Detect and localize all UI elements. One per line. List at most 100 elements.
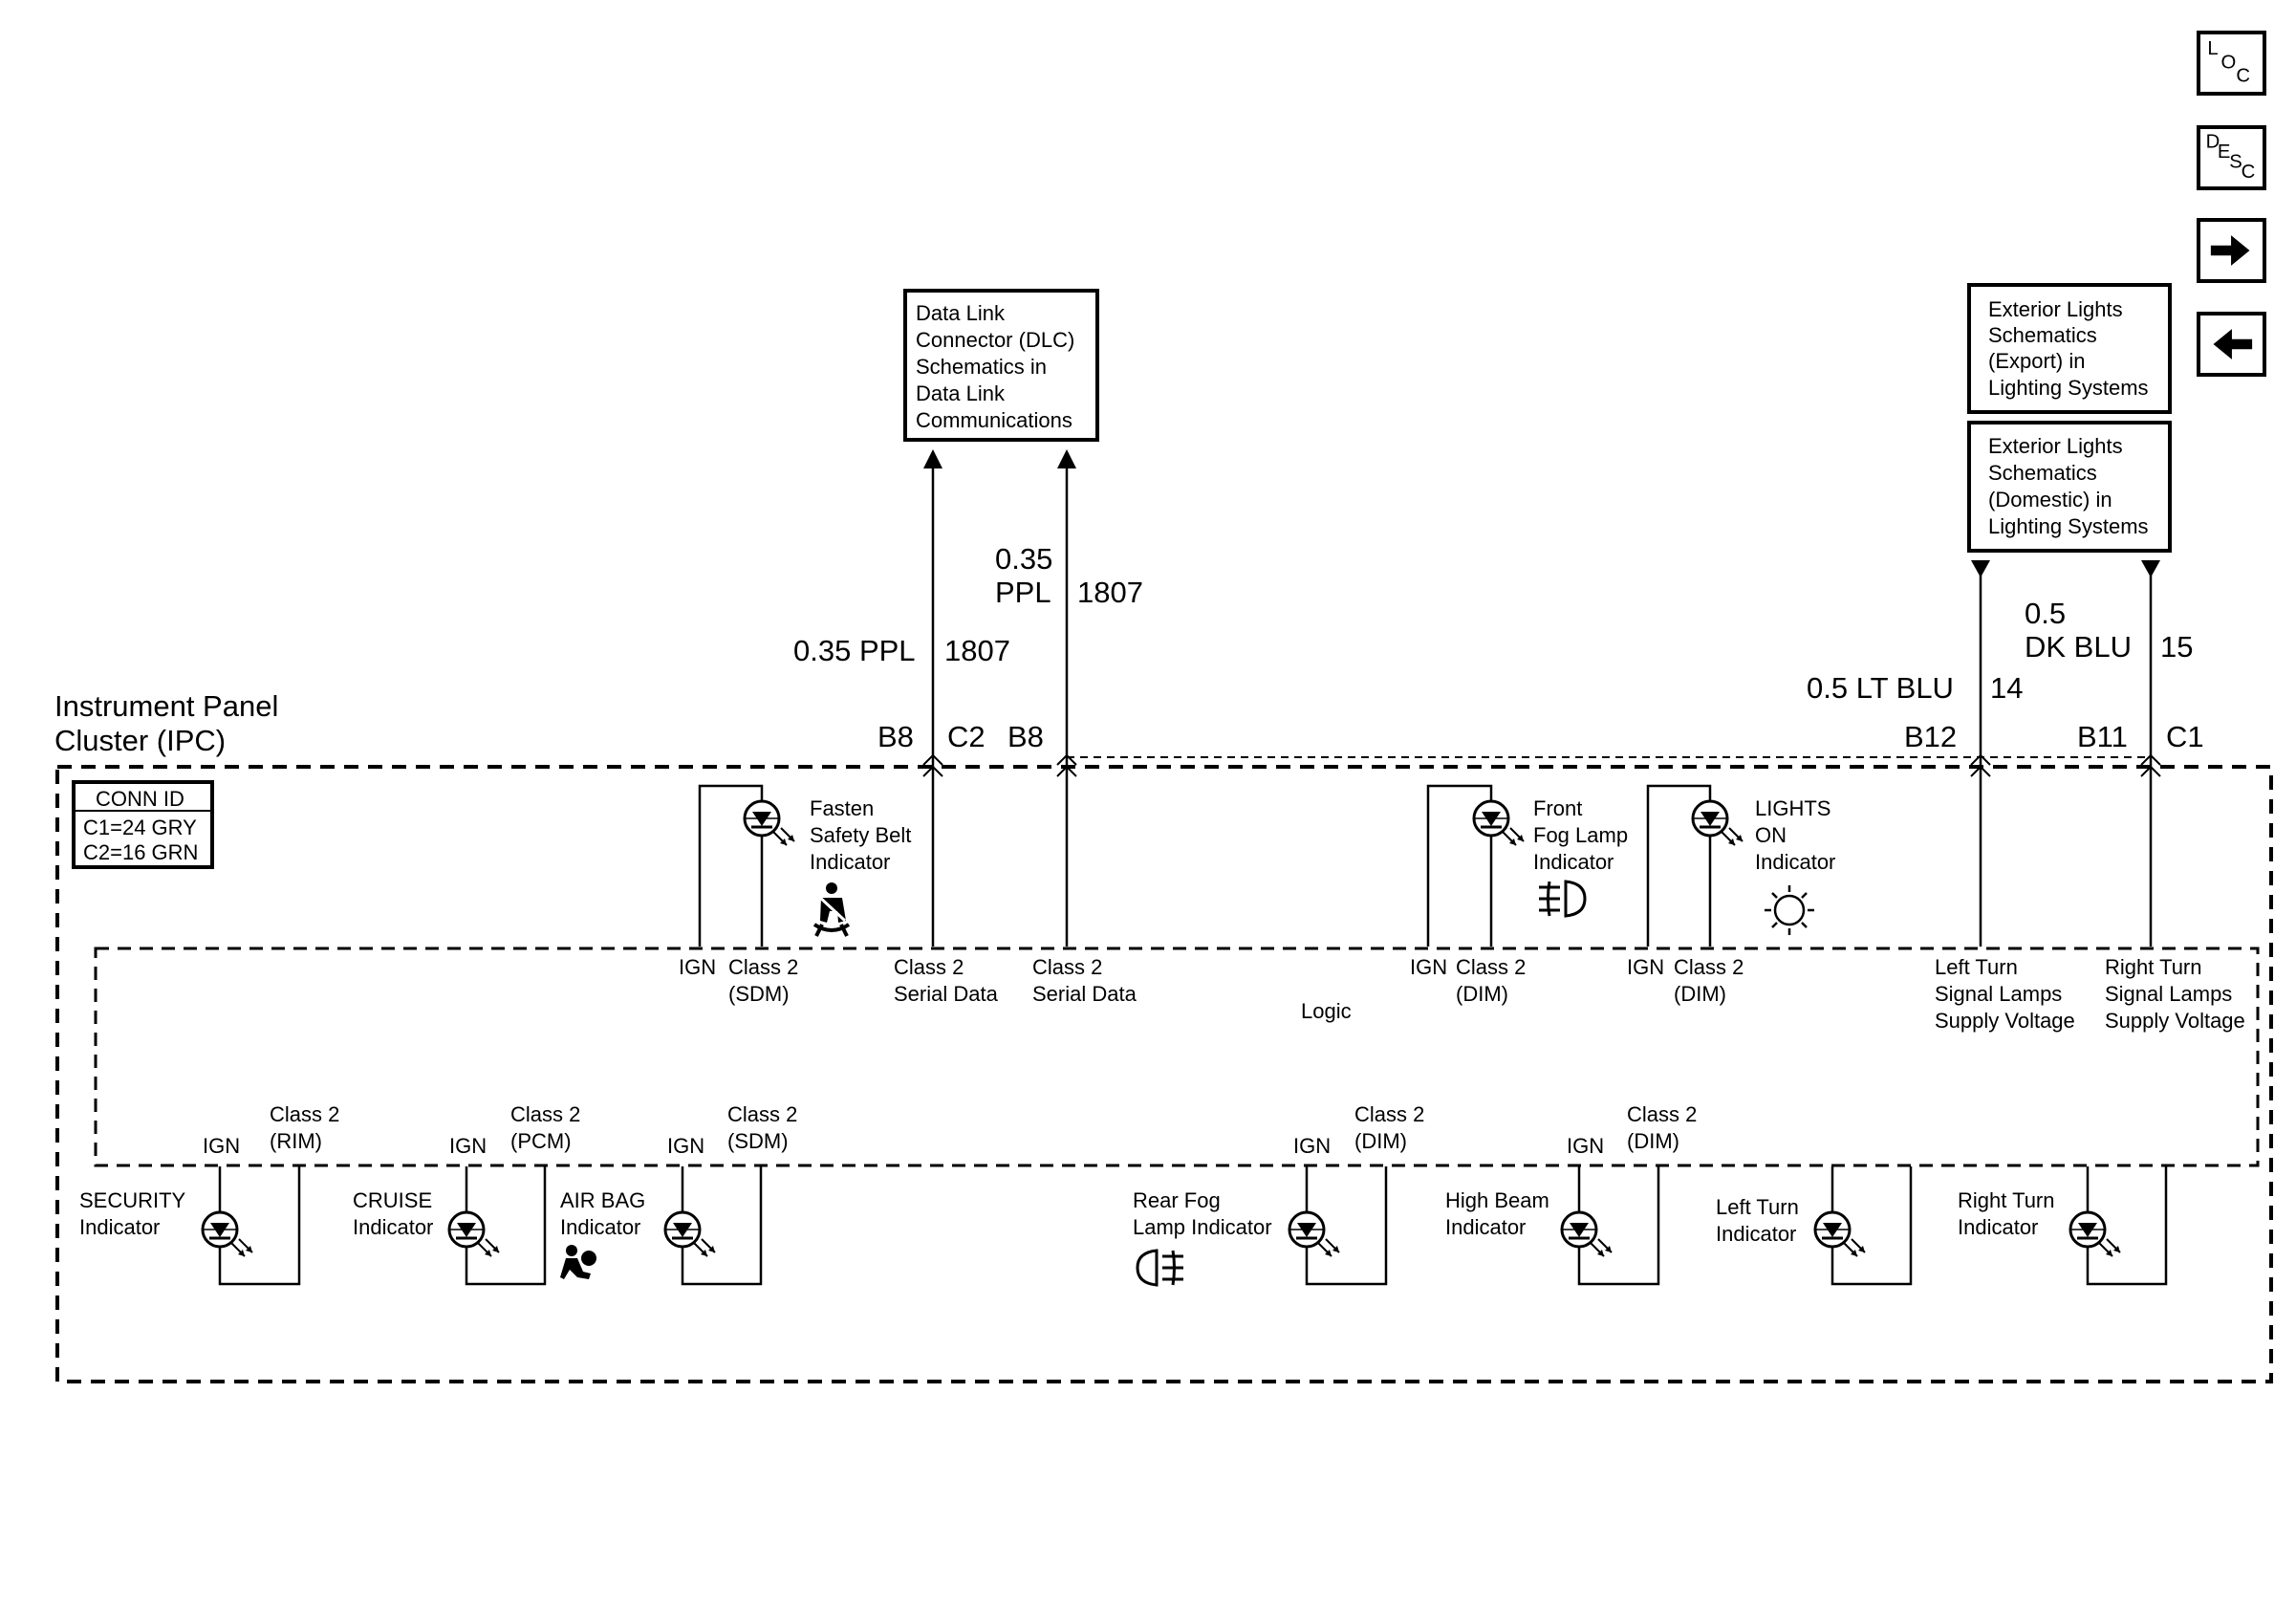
next-page-button[interactable] (2197, 218, 2266, 283)
indicator-label: ON (1755, 823, 1787, 847)
wire-gauge-label: 0.35 (995, 542, 1052, 576)
safety-belt-indicator: Fasten Safety Belt Indicator (698, 784, 911, 947)
cruise-indicator: CRUISE Indicator (353, 1166, 547, 1286)
lamp-icon (663, 1210, 717, 1258)
conn-id-c1: C1=24 GRY (83, 816, 197, 839)
ipc-title-line-1: Instrument Panel (54, 689, 278, 723)
class2-dim-label: Class 2 (1456, 955, 1526, 979)
loc-icon: L O C (2207, 38, 2250, 86)
exterior-lights-domestic-reference-box[interactable]: Exterior Lights Schematics (Domestic) in… (1967, 421, 2172, 553)
conn-id-c2: C2=16 GRN (83, 840, 198, 864)
circuit-number-label: 14 (1990, 671, 2023, 705)
right-turn-supply-label: Right Turn (2105, 955, 2202, 979)
ign-label: IGN (1567, 1134, 1604, 1158)
wire-1807-b8 (1057, 449, 1076, 947)
indicator-label: High Beam (1445, 1188, 1549, 1212)
front-fog-lamp-indicator: Front Fog Lamp Indicator (1426, 784, 1628, 947)
seatbelt-icon (812, 882, 851, 937)
dlc-line-3: Schematics in (916, 355, 1047, 379)
class2-pcm-label: (PCM) (510, 1129, 572, 1153)
right-turn-supply-label: Signal Lamps (2105, 982, 2232, 1006)
export-line-1: Exterior Lights (1988, 297, 2123, 321)
dlc-line-5: Communications (916, 408, 1072, 432)
domestic-line-4: Lighting Systems (1988, 514, 2149, 538)
indicator-label: LIGHTS (1755, 796, 1830, 820)
dlc-line-2: Connector (DLC) (916, 328, 1074, 352)
class2-sdm-label: Class 2 (727, 1102, 797, 1126)
wire-gauge-label: 0.5 (2025, 597, 2066, 630)
domestic-line-1: Exterior Lights (1988, 434, 2123, 458)
indicator-label: AIR BAG (560, 1188, 645, 1212)
pin-chevrons (922, 753, 2161, 777)
indicator-label: Indicator (353, 1215, 433, 1239)
class2-dim-label: (DIM) (1456, 982, 1508, 1006)
class2-dim-label: (DIM) (1674, 982, 1726, 1006)
indicator-label: Indicator (810, 850, 890, 874)
circuit-number-label: 1807 (944, 634, 1010, 667)
export-line-2: Schematics (1988, 323, 2097, 347)
svg-text:S: S (2229, 152, 2242, 173)
class2-sdm-label: Class 2 (728, 955, 798, 979)
arrow-left-icon (2213, 329, 2253, 359)
location-button[interactable]: L O C (2197, 31, 2266, 96)
class2-rim-label: (RIM) (270, 1129, 322, 1153)
wire-color-label: PPL (995, 576, 1051, 609)
indicator-label: Indicator (79, 1215, 160, 1239)
previous-page-button[interactable] (2197, 312, 2266, 377)
class2-dim-label: (DIM) (1354, 1129, 1407, 1153)
indicator-label: CRUISE (353, 1188, 432, 1212)
indicator-label: Right Turn (1958, 1188, 2055, 1212)
indicator-label: Indicator (1716, 1222, 1796, 1246)
desc-icon: D E S C (2206, 131, 2256, 183)
class2-rim-label: Class 2 (270, 1102, 339, 1126)
logic-block-border (94, 947, 2260, 1167)
svg-text:D: D (2206, 131, 2220, 152)
class2-dim-label: Class 2 (1354, 1102, 1424, 1126)
logic-label: Logic (1301, 999, 1352, 1023)
lamp-icon (447, 1210, 501, 1258)
indicator-label: Indicator (1755, 850, 1835, 874)
left-turn-supply-label: Left Turn (1935, 955, 2018, 979)
serial-data-label: Serial Data (894, 982, 999, 1006)
right-turn-indicator: Right Turn Indicator (1958, 1166, 2168, 1286)
ign-label: IGN (1410, 955, 1447, 979)
rear-fog-lamp-indicator: Rear Fog Lamp Indicator (1133, 1166, 1388, 1287)
ign-label: IGN (449, 1134, 487, 1158)
wire-color-label: DK BLU (2025, 630, 2132, 664)
class2-dim-label: Class 2 (1627, 1102, 1697, 1126)
arrow-right-icon (2210, 235, 2250, 266)
svg-text:O: O (2220, 52, 2236, 73)
svg-text:E: E (2218, 142, 2231, 163)
indicator-label: Indicator (1533, 850, 1614, 874)
conn-id-title: CONN ID (96, 787, 184, 811)
indicator-label: Fog Lamp (1533, 823, 1628, 847)
front-fog-icon (1539, 880, 1587, 918)
lights-on-icon (1765, 885, 1814, 935)
indicator-label: Lamp Indicator (1133, 1215, 1272, 1239)
pin-label: B8 (877, 720, 914, 753)
indicator-label: Safety Belt (810, 823, 911, 847)
wire-gauge-label: 0.5 LT BLU (1807, 671, 1954, 705)
indicator-label: Indicator (1445, 1215, 1526, 1239)
connector-id-table: CONN ID C1=24 GRY C2=16 GRN (72, 780, 214, 869)
lamp-icon (201, 1210, 254, 1258)
ipc-title-line-2: Cluster (IPC) (54, 724, 226, 757)
domestic-line-2: Schematics (1988, 461, 2097, 485)
class2-dim-label: (DIM) (1627, 1129, 1679, 1153)
class2-pcm-label: Class 2 (510, 1102, 580, 1126)
ipc-module-border (55, 765, 2273, 1383)
connector-label: C2 (947, 720, 986, 753)
airbag-icon (560, 1245, 596, 1279)
right-turn-supply-label: Supply Voltage (2105, 1009, 2245, 1033)
security-indicator: SECURITY Indicator (79, 1166, 301, 1286)
dlc-schematic-reference-box[interactable]: Data Link Connector (DLC) Schematics in … (903, 289, 1099, 442)
serial-data-label: Class 2 (894, 955, 964, 979)
ign-label: IGN (667, 1134, 704, 1158)
description-button[interactable]: D E S C (2197, 125, 2266, 190)
exterior-lights-export-reference-box[interactable]: Exterior Lights Schematics (Export) in L… (1967, 283, 2172, 414)
wire-15-dk-blu (2141, 560, 2160, 947)
left-turn-supply-label: Supply Voltage (1935, 1009, 2075, 1033)
indicator-label: Indicator (1958, 1215, 2038, 1239)
pin-label: B12 (1904, 720, 1957, 753)
